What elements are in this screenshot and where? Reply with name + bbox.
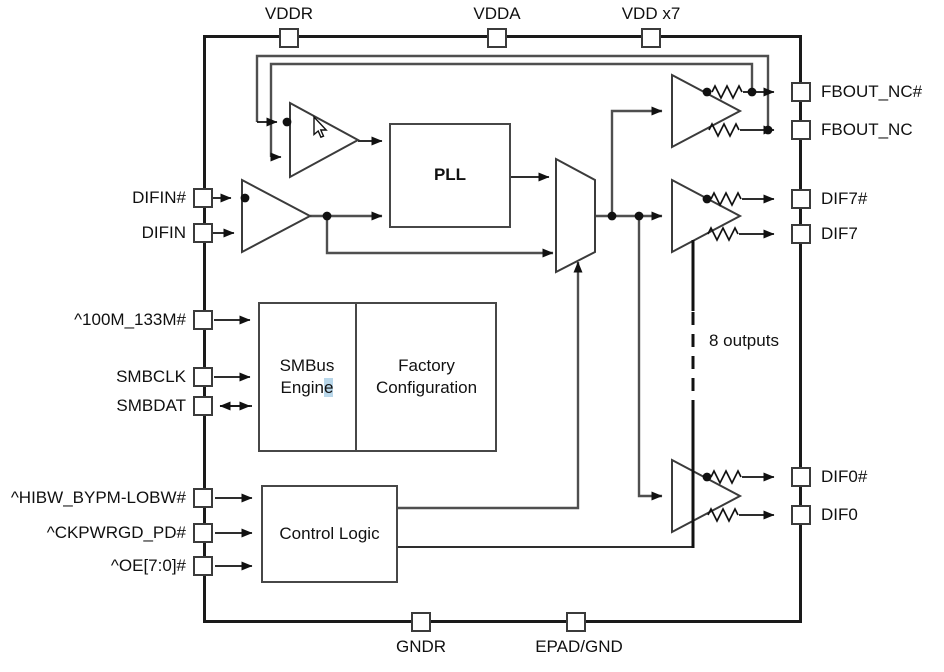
- pin-pad-smbdat: [193, 396, 213, 416]
- pin-label-vdd-x7: VDD x7: [621, 4, 681, 23]
- dif7-buffer-triangle: [671, 178, 743, 254]
- smbus-engine-block: SMBus Engine: [259, 304, 357, 450]
- smbus-factory-block: SMBus Engine Factory Configuration: [258, 302, 497, 452]
- pin-label-vdda: VDDA: [473, 4, 521, 23]
- pin-pad-smbclk: [193, 367, 213, 387]
- pin-pad-dif0: [791, 505, 811, 525]
- factory-label-line2: Configuration: [375, 378, 478, 397]
- output-resistors: [707, 85, 775, 522]
- smbus-label-line1: SMBus: [279, 355, 335, 375]
- pin-pad-vdda: [487, 28, 507, 48]
- junction-dots: [240, 87, 773, 482]
- pin-pad-vddr: [279, 28, 299, 48]
- pin-label-difin: DIFIN: [141, 223, 186, 242]
- pin-label-smbclk: SMBCLK: [116, 367, 186, 386]
- pin-pad-dif7: [791, 224, 811, 244]
- pin-pad-100m-133m: [193, 310, 213, 330]
- pin-label-difin-n: DIFIN#: [132, 188, 186, 207]
- input-buffer-triangle: [241, 178, 313, 254]
- pin-label-dif7-n: DIF7#: [821, 189, 868, 208]
- pin-label-fbout-nc-n: FBOUT_NC#: [821, 82, 923, 101]
- pin-label-smbdat: SMBDAT: [116, 396, 186, 415]
- pin-pad-dif0-n: [791, 467, 811, 487]
- output-mux: [555, 157, 596, 274]
- pin-pad-oe: [193, 556, 213, 576]
- pin-pad-ckpwrgd-pd: [193, 523, 213, 543]
- pin-label-dif7: DIF7: [821, 224, 858, 243]
- factory-configuration-block: Factory Configuration: [357, 304, 496, 450]
- smbus-label-highlighted-char: e: [324, 378, 334, 397]
- pin-label-oe: ^OE[7:0]#: [110, 556, 186, 575]
- pin-pad-difin-n: [193, 188, 213, 208]
- fbout-branch-wire: [610, 106, 663, 216]
- pin-pad-epad-gnd: [566, 612, 586, 632]
- pin-pad-difin: [193, 223, 213, 243]
- pin-label-ckpwrgd-pd: ^CKPWRGD_PD#: [46, 523, 186, 542]
- buffers-and-mux: [241, 73, 743, 534]
- pin-label-hibw-bypm-lobw: ^HIBW_BYPM-LOBW#: [10, 488, 186, 507]
- resistor-icon: [711, 85, 743, 99]
- pll-block: PLL: [389, 123, 511, 228]
- pin-pad-dif7-n: [791, 189, 811, 209]
- resistor-icon: [710, 470, 742, 484]
- pin-label-dif0-n: DIF0#: [821, 467, 868, 486]
- dif0-branch-wire: [637, 216, 663, 501]
- control-logic-block: Control Logic: [261, 485, 398, 583]
- pin-label-dif0: DIF0: [821, 505, 858, 524]
- feedback-wire-inner: [269, 62, 754, 157]
- smbus-label-line2: Engin: [280, 378, 324, 397]
- feedback-buffer-triangle: [289, 101, 361, 179]
- pin-label-gndr: GNDR: [395, 637, 447, 656]
- pin-pad-gndr: [411, 612, 431, 632]
- pin-pad-fbout-nc: [791, 120, 811, 140]
- pin-pad-fbout-nc-n: [791, 82, 811, 102]
- bypass-wire: [325, 216, 554, 258]
- pin-pad-hibw-bypm-lobw: [193, 488, 213, 508]
- pin-pad-vdd-x7: [641, 28, 661, 48]
- mux-select-wire: [398, 261, 583, 510]
- factory-label-line1: Factory: [398, 355, 455, 375]
- pin-label-epad-gnd: EPAD/GND: [535, 637, 623, 656]
- pin-label-vddr: VDDR: [264, 4, 314, 23]
- resistor-icon: [707, 227, 739, 241]
- routing-wires: [255, 54, 770, 510]
- outputs-note: 8 outputs: [709, 331, 779, 350]
- control-logic-label: Control Logic: [279, 523, 380, 543]
- pll-label: PLL: [433, 165, 467, 185]
- resistor-icon: [708, 123, 740, 137]
- pin-arrows: [213, 117, 693, 571]
- mouse-cursor-icon: [313, 115, 328, 139]
- pin-label-fbout-nc: FBOUT_NC: [821, 120, 913, 139]
- resistor-icon: [707, 508, 739, 522]
- pin-label-100m-133m: ^100M_133M#: [74, 310, 186, 329]
